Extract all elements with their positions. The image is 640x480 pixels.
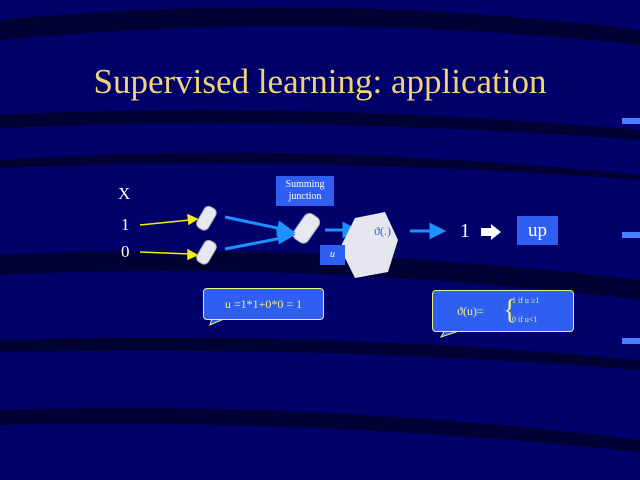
input-x1: 1 xyxy=(121,215,130,234)
output-value: 1 xyxy=(460,220,470,242)
activation-lhs: ϑ(u)= xyxy=(457,304,484,318)
summing-junction-label: Summing junction xyxy=(276,176,334,206)
slide-title: Supervised learning: application xyxy=(93,62,547,101)
output-arrow-icon xyxy=(481,224,501,240)
weight-cylinders xyxy=(196,205,321,265)
input-x2: 0 xyxy=(121,242,130,261)
activation-callout: ϑ(u)= { 1 if u ≥1 0 if u<1 xyxy=(432,290,574,332)
activation-hexagon xyxy=(340,212,398,278)
sum-callout: u =1*1+0*0 = 1 xyxy=(203,288,324,320)
input-arrows xyxy=(139,213,199,261)
output-label: up xyxy=(517,216,558,245)
case-2: 0 if u<1 xyxy=(512,315,538,324)
input-header: X xyxy=(118,184,131,203)
u-label: u xyxy=(320,245,345,265)
case-1: 1 if u ≥1 xyxy=(512,296,540,305)
signal-arrows xyxy=(224,215,447,251)
activation-label: ϑ(.) xyxy=(374,224,391,238)
brace: { xyxy=(503,295,517,326)
